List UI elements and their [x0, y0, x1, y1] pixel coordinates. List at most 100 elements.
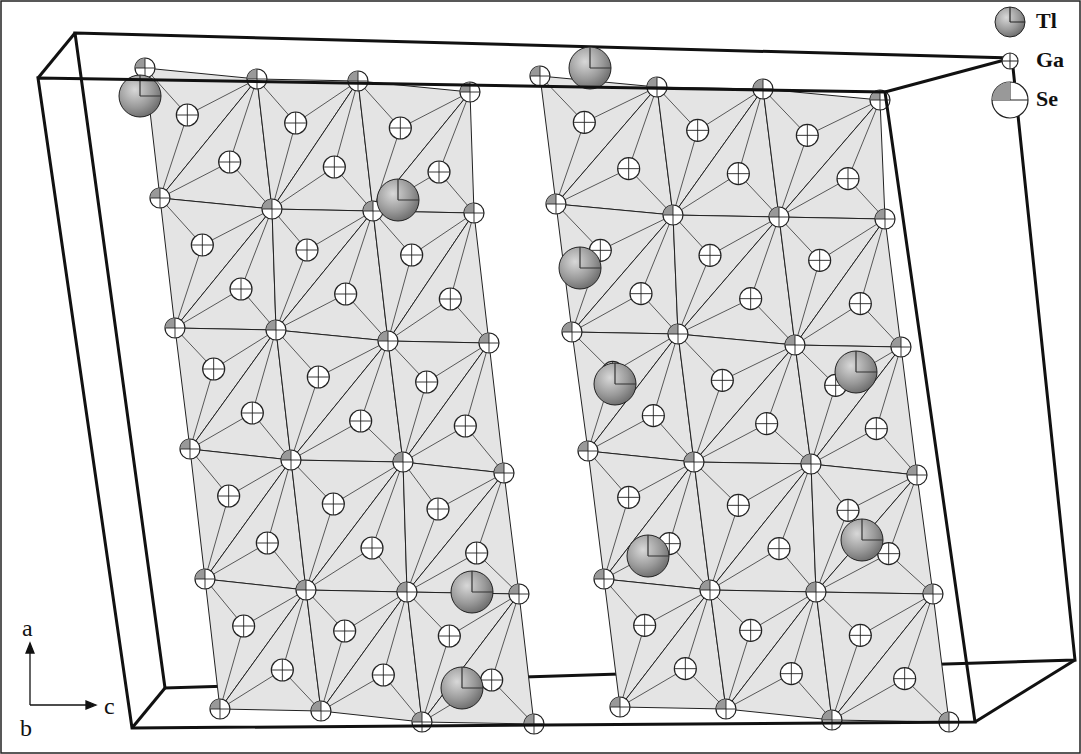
ga-se-bond	[889, 475, 917, 554]
ga-atom-cross	[454, 415, 476, 437]
ga-atom-cross	[401, 244, 423, 266]
tetrahedron	[673, 89, 779, 217]
tetrahedron	[556, 87, 673, 215]
tetrahedron	[321, 592, 422, 722]
se-atom-cross	[348, 71, 368, 91]
se-atom	[891, 337, 911, 357]
se-atom-shade	[479, 333, 489, 343]
ga-se-bond	[779, 179, 848, 217]
ga-se-bond	[848, 100, 880, 179]
tetrahedron	[816, 475, 933, 594]
se-atom	[700, 580, 720, 600]
se-atom	[769, 207, 789, 227]
tetrahedron	[604, 462, 710, 590]
ga-atom-cross	[618, 158, 640, 180]
se-atom-cross	[150, 188, 170, 208]
ga-atom	[618, 486, 640, 508]
se-atom-cross	[663, 205, 683, 225]
ga-se-bond	[291, 421, 361, 460]
se-atom-shade	[180, 439, 190, 449]
ga-atom	[428, 161, 450, 183]
ga-atom	[796, 124, 818, 146]
ga-se-bond	[282, 590, 306, 670]
ga-atom	[711, 369, 733, 391]
se-atom	[262, 199, 282, 219]
se-atom-shade	[165, 318, 175, 328]
se-atom-shade	[753, 79, 763, 89]
ga-atom	[203, 358, 225, 380]
ga-se-bond	[629, 87, 657, 169]
ga-atom-cross	[642, 405, 664, 427]
ga-atom-cross	[241, 402, 263, 424]
ga-se-bond	[492, 594, 519, 680]
ga-atom-cross	[756, 413, 778, 435]
se-atom-cross	[397, 582, 417, 602]
se-atom-shade	[247, 69, 257, 79]
se-atom-cross	[769, 207, 789, 227]
se-atom-shade	[494, 463, 504, 473]
se-atom-shade	[647, 77, 657, 87]
se-atom	[247, 69, 267, 89]
ga-atom-cross	[740, 288, 762, 310]
se-atom	[716, 699, 736, 719]
ga-atom-cross	[323, 156, 345, 178]
se-atom-shade	[891, 337, 901, 347]
tetrahedra-slab	[135, 58, 544, 734]
se-atom-shade	[939, 712, 949, 722]
tetrahedron	[795, 219, 901, 347]
ga-atom-cross	[809, 249, 831, 271]
ga-atom	[630, 283, 652, 305]
se-atom-cross	[296, 580, 316, 600]
tetrahedron	[588, 334, 694, 462]
se-atom-cross	[530, 66, 550, 86]
ga-atom	[233, 615, 255, 637]
se-atom-cross	[700, 580, 720, 600]
ga-atom	[219, 151, 241, 173]
ga-atom	[241, 402, 263, 424]
se-atom	[668, 324, 688, 344]
ga-atom-cross	[389, 117, 411, 139]
ga-atom-cross	[372, 664, 394, 686]
tetrahedron	[220, 590, 321, 711]
se-atom-shade	[412, 712, 422, 722]
se-atom-cross	[668, 324, 688, 344]
tl-atom	[569, 47, 611, 89]
ga-atom	[230, 278, 252, 300]
se-atom	[907, 465, 927, 485]
se-atom	[412, 712, 432, 732]
tetrahedron	[272, 81, 373, 211]
ga-se-bond	[876, 347, 901, 429]
se-atom-cross	[195, 569, 215, 589]
ga-atom-cross	[630, 283, 652, 305]
tl-atom-mark	[862, 519, 883, 540]
ga-atom	[454, 415, 476, 437]
ga-atom-cross	[428, 161, 450, 183]
ga-atom	[687, 119, 709, 141]
ga-atom-cross	[573, 111, 595, 133]
ga-se-bond	[816, 554, 889, 592]
se-atom	[281, 450, 301, 470]
ga-se-bond	[641, 215, 673, 294]
legend-label: Tl	[1036, 10, 1057, 32]
ga-se-bond	[905, 594, 933, 679]
axis-label: a	[22, 616, 33, 640]
se-atom-cross	[907, 465, 927, 485]
ga-atom-cross	[427, 498, 449, 520]
se-atom	[397, 582, 417, 602]
ga-atom-cross	[438, 625, 460, 647]
ga-atom-cross	[361, 537, 383, 559]
ga-atom-cross	[768, 538, 790, 560]
se-atom-shade	[262, 199, 272, 209]
se-atom	[663, 205, 683, 225]
tetrahedron	[160, 79, 272, 209]
ga-atom-cross	[849, 293, 871, 315]
ga-atom	[727, 494, 749, 516]
ga-se-bond	[572, 294, 641, 332]
ga-atom	[481, 669, 503, 691]
se-atom-shade	[530, 66, 540, 76]
tl-atom-mark	[856, 351, 877, 372]
se-atom	[923, 584, 943, 604]
tl-atom-mark	[140, 75, 161, 96]
se-atom	[479, 333, 499, 353]
ga-atom	[361, 537, 383, 559]
